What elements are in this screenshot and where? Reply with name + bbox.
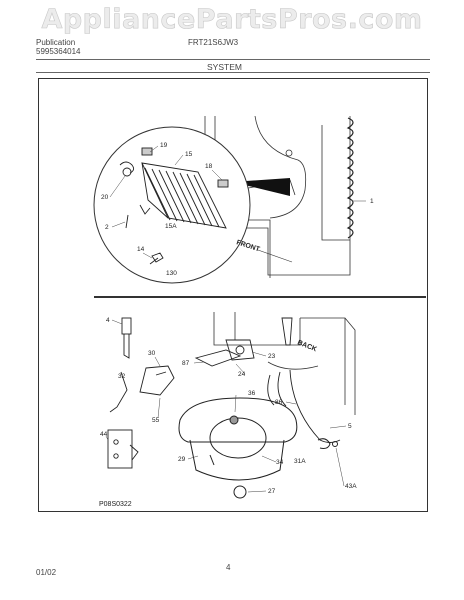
footer-date: 01/02 — [36, 568, 57, 577]
compressor — [178, 397, 338, 499]
callout-23: 23 — [268, 353, 276, 360]
overload-tube — [121, 317, 132, 359]
back-label: BACK — [296, 339, 317, 353]
callout-19: 19 — [160, 142, 168, 149]
callout-1: 1 — [370, 198, 374, 205]
footer-page-number: 4 — [226, 563, 231, 572]
callout-32: 32 — [118, 373, 126, 380]
evaporator-assembly — [119, 147, 229, 265]
section-title: SYSTEM — [207, 62, 242, 72]
callout-43a: 43A — [345, 483, 357, 490]
callout-86: 86 — [275, 399, 283, 406]
callout-29: 29 — [178, 456, 186, 463]
callout-15: 15 — [185, 151, 193, 158]
model-number: FRT21S6JW3 — [188, 38, 239, 47]
callout-31a: 31A — [294, 458, 306, 465]
callout-2: 2 — [105, 224, 109, 231]
callout-34: 34 — [276, 459, 284, 466]
callout-27: 27 — [268, 488, 276, 495]
callout-15a: 15A — [165, 223, 177, 230]
callout-36: 36 — [248, 390, 256, 397]
figure-code: P08S0322 — [99, 501, 132, 508]
header-rule-bottom — [36, 72, 430, 73]
callout-14: 14 — [137, 246, 145, 253]
bottom-callout-labels: 4 30 87 24 23 32 36 86 55 44 29 34 31A 5… — [99, 317, 357, 508]
relay-and-cords — [107, 365, 175, 469]
condenser-coil — [346, 117, 354, 239]
cabinet-rear — [213, 312, 356, 415]
front-label: FRONT — [235, 239, 261, 253]
callout-24: 24 — [238, 371, 246, 378]
header-rule-top — [36, 59, 430, 60]
callout-20: 20 — [101, 194, 109, 201]
callout-5: 5 — [348, 423, 352, 430]
publication-label: Publication — [36, 38, 76, 47]
publication-number: 5995364014 — [36, 47, 81, 56]
callout-87: 87 — [182, 360, 190, 367]
callout-44: 44 — [100, 431, 108, 438]
callout-30: 30 — [148, 350, 156, 357]
diagram-frame — [38, 78, 428, 512]
detail-inset-circle — [93, 126, 251, 284]
callout-4: 4 — [106, 317, 110, 324]
diagram-divider — [94, 296, 426, 298]
bottom-leader-lines — [105, 319, 347, 493]
top-leader-lines — [109, 145, 366, 259]
callout-18: 18 — [205, 163, 213, 170]
callout-130: 130 — [166, 270, 177, 277]
callout-55: 55 — [152, 417, 160, 424]
